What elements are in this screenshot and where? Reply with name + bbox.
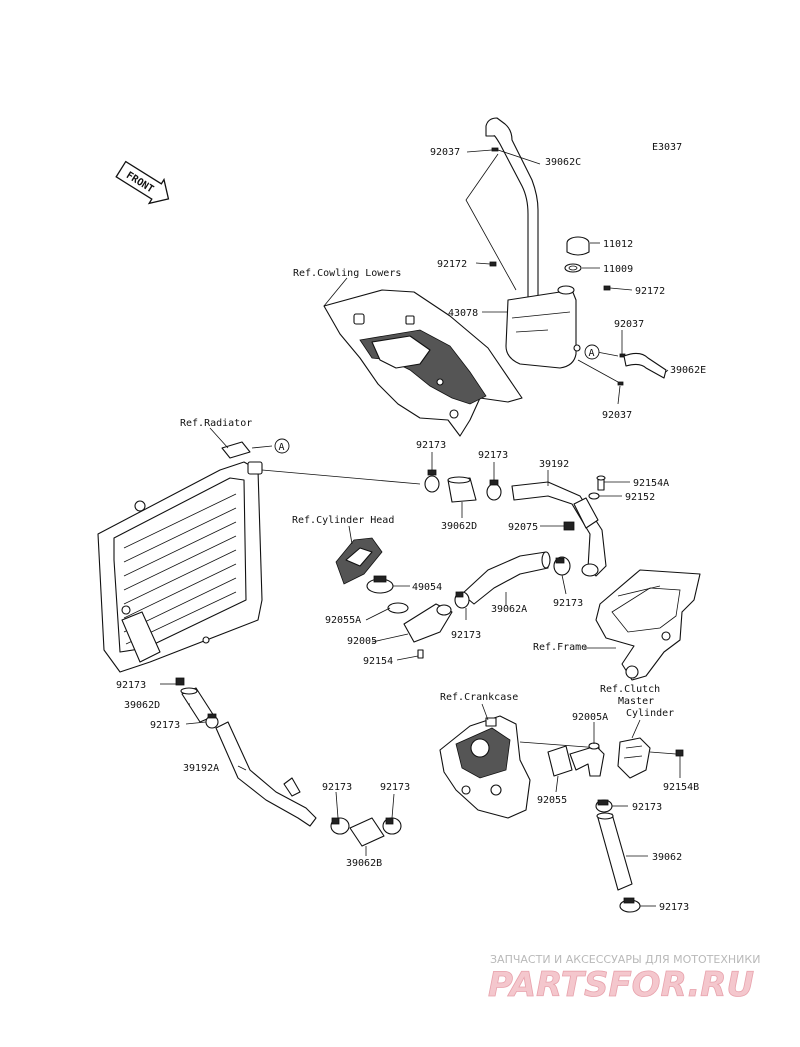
part-label: 92173 bbox=[553, 598, 583, 609]
part-label: 92037 bbox=[602, 410, 632, 421]
thermostat-49054 bbox=[366, 575, 394, 594]
watermark-tagline: ЗАПЧАСТИ И АКСЕССУАРЫ ДЛЯ МОТОТЕХНИКИ bbox=[490, 953, 760, 966]
reservoir-cap-11012 bbox=[566, 236, 590, 256]
hose-39062b bbox=[349, 817, 385, 847]
watermark-brand: PARTSFOR.RU bbox=[488, 965, 754, 1005]
part-label: 39062D bbox=[124, 700, 160, 711]
hose-39062a bbox=[461, 551, 551, 605]
part-label: 92173 bbox=[380, 782, 410, 793]
part-label: 11009 bbox=[603, 264, 633, 275]
clamp-92173-c bbox=[454, 591, 470, 609]
clamp-92173-a bbox=[424, 469, 440, 493]
clamp-92173-f bbox=[205, 713, 219, 729]
screw-92172-right bbox=[603, 285, 611, 291]
reservoir-tank-43078 bbox=[505, 285, 581, 369]
hose-39062c bbox=[485, 117, 539, 301]
part-label: 92152 bbox=[625, 492, 655, 503]
part-label: 92172 bbox=[635, 286, 665, 297]
bolt-92154a bbox=[596, 475, 606, 491]
part-label: 39192 bbox=[539, 459, 569, 470]
part-label: 11012 bbox=[603, 239, 633, 250]
housing-92005 bbox=[403, 603, 453, 643]
part-label: 92055 bbox=[537, 795, 567, 806]
part-label: 39062 bbox=[652, 852, 682, 863]
part-label: 92173 bbox=[632, 802, 662, 813]
ref-clutch-label: Ref.Clutch bbox=[600, 684, 660, 695]
part-label: 92173 bbox=[150, 720, 180, 731]
hose-39062d-upper bbox=[447, 476, 477, 503]
ref-radiator-label: Ref.Radiator bbox=[180, 418, 252, 429]
pipe-end bbox=[581, 563, 599, 577]
part-label: 39062C bbox=[545, 157, 581, 168]
bolt-92075 bbox=[563, 521, 575, 531]
clamp-92173-d bbox=[553, 556, 571, 576]
part-label: 92173 bbox=[322, 782, 352, 793]
part-label: 92075 bbox=[508, 522, 538, 533]
part-label: 39062E bbox=[670, 365, 706, 376]
part-label: 39192A bbox=[183, 763, 219, 774]
ref-cylinder-head-label: Ref.Cylinder Head bbox=[292, 515, 394, 526]
part-label: 49054 bbox=[412, 582, 442, 593]
crankcase-ref bbox=[439, 715, 531, 819]
part-label: 92172 bbox=[437, 259, 467, 270]
ref-master-label: Master bbox=[618, 696, 654, 707]
gasket-11009 bbox=[564, 263, 582, 273]
cowling-lowers-ref bbox=[323, 289, 523, 437]
clamp-92173-i bbox=[595, 799, 613, 813]
hose-39062e bbox=[623, 352, 667, 379]
hose-39062 bbox=[596, 812, 633, 891]
frame-ref bbox=[595, 569, 701, 681]
gasket-92055a bbox=[387, 602, 409, 614]
ref-cowling-lowers-label: Ref.Cowling Lowers bbox=[293, 268, 401, 279]
gasket-92055 bbox=[547, 745, 573, 777]
part-label: 92037 bbox=[430, 147, 460, 158]
clamp-92173-g bbox=[330, 817, 350, 835]
connector-a-marker-lower: A bbox=[274, 438, 290, 454]
clamp-92173-h bbox=[382, 817, 402, 835]
part-label: 92173 bbox=[416, 440, 446, 451]
cylinder-head-ref bbox=[335, 537, 383, 585]
part-label: 92173 bbox=[659, 902, 689, 913]
svg-text:A: A bbox=[279, 442, 285, 453]
front-arrow-icon: FRONT bbox=[115, 160, 170, 205]
part-label: 92173 bbox=[478, 450, 508, 461]
part-label: 92005 bbox=[347, 636, 377, 647]
clamp-92173-b bbox=[486, 479, 502, 501]
screw-92172-left bbox=[489, 261, 497, 267]
part-label: 39062D bbox=[441, 521, 477, 532]
hose-39192a bbox=[215, 721, 317, 827]
pipe-92005a bbox=[569, 742, 605, 777]
part-label: 92173 bbox=[116, 680, 146, 691]
radiator-ref bbox=[97, 441, 263, 673]
ref-frame-label: Ref.Frame bbox=[533, 642, 587, 653]
part-label: 92173 bbox=[451, 630, 481, 641]
connector-a-marker-upper: A bbox=[584, 344, 600, 360]
clutch-master-cylinder-ref bbox=[617, 737, 651, 779]
part-label: 92005A bbox=[572, 712, 608, 723]
part-label: 92154 bbox=[363, 656, 393, 667]
part-label: 92154B bbox=[663, 782, 699, 793]
clip-92037-low bbox=[617, 381, 624, 386]
ref-cylinder-label: Cylinder bbox=[626, 708, 674, 719]
bolt-92154 bbox=[417, 649, 424, 659]
part-label: 92037 bbox=[614, 319, 644, 330]
diagram-code: E3037 bbox=[652, 142, 682, 153]
clamp-92173-j bbox=[619, 897, 641, 913]
ref-crankcase-label: Ref.Crankcase bbox=[440, 692, 518, 703]
clamp-92173-e bbox=[175, 677, 185, 686]
part-label: 39062A bbox=[491, 604, 527, 615]
part-label: 92055A bbox=[325, 615, 361, 626]
bolt-92154b bbox=[675, 749, 684, 757]
clip-92037-top bbox=[491, 147, 499, 152]
part-label: 39062B bbox=[346, 858, 382, 869]
washer-92152 bbox=[588, 492, 600, 500]
part-label: 43078 bbox=[448, 308, 478, 319]
part-label: 92154A bbox=[633, 478, 669, 489]
svg-text:A: A bbox=[589, 348, 595, 359]
